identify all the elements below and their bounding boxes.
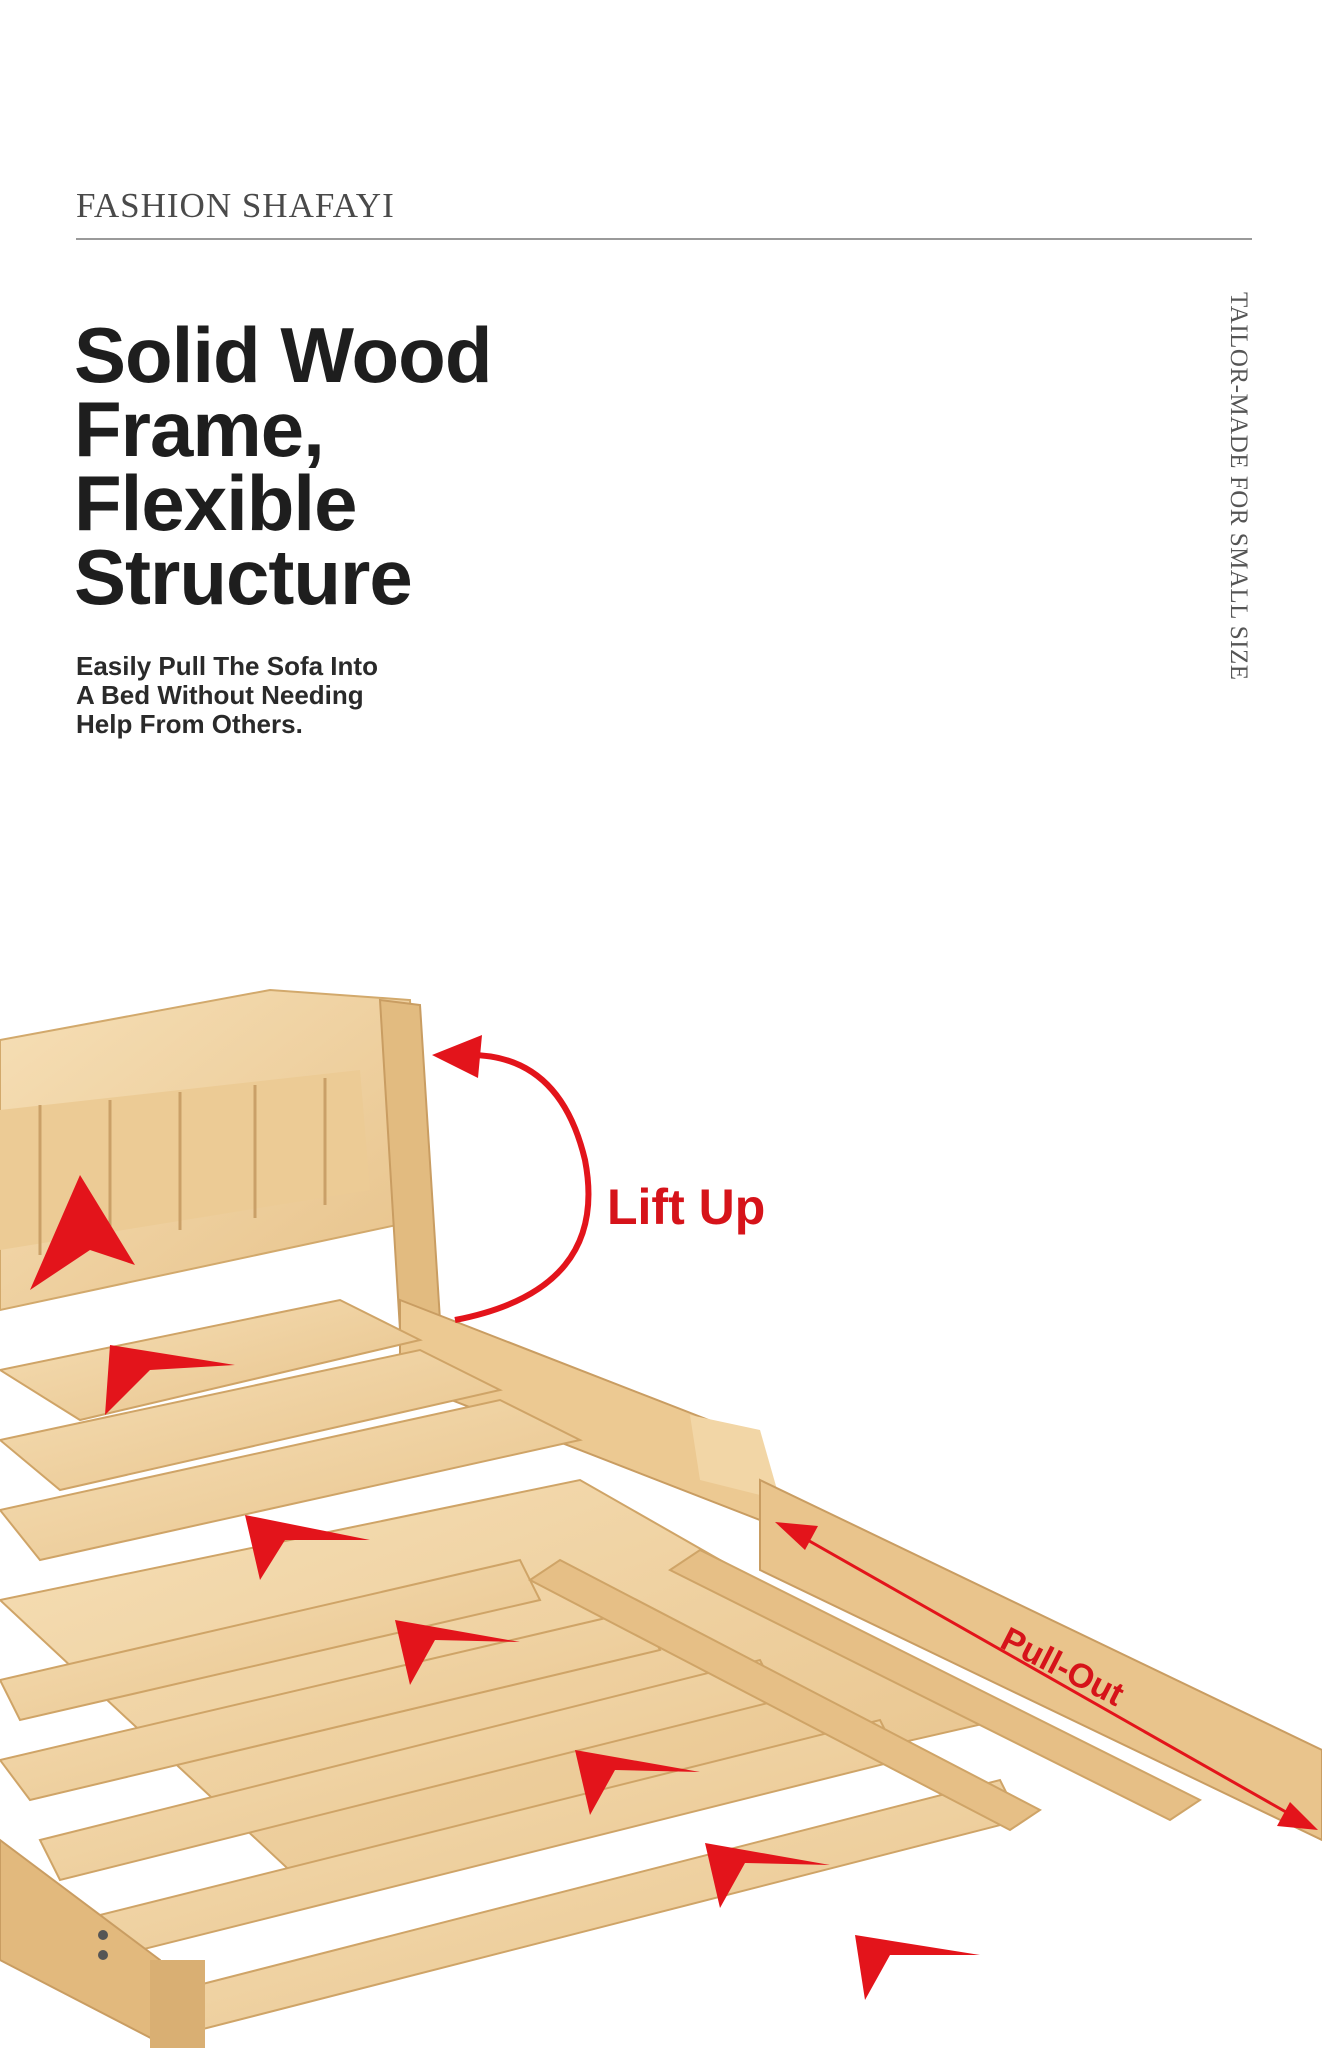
front-frame — [0, 1838, 205, 2048]
divider-line — [76, 238, 1252, 240]
lift-up-label: Lift Up — [607, 1179, 766, 1235]
direction-arrows — [30, 1175, 980, 2000]
side-rail — [399, 1298, 1322, 1842]
sofa-bed-illustration — [0, 988, 1322, 2048]
headline-line-1: Solid Wood — [74, 311, 492, 399]
headline-line-4: Structure — [74, 533, 413, 621]
headline-line-2: Frame, — [74, 385, 325, 473]
vertical-tagline: TAILOR-MADE FOR SMALL SIZE — [1225, 292, 1252, 681]
pull-out-arrow — [775, 1522, 1318, 1830]
lift-up-arrow — [432, 1035, 592, 1323]
headboard — [0, 988, 442, 1332]
front-slats — [0, 1478, 1202, 2042]
subheading: Easily Pull The Sofa Into A Bed Without … — [76, 651, 378, 739]
headline: Solid Wood Frame, Flexible Structure — [74, 311, 554, 621]
back-slats — [0, 1298, 583, 1562]
headline-line-3: Flexible — [74, 459, 357, 547]
brand-name: FASHION SHAFAYI — [76, 186, 395, 225]
